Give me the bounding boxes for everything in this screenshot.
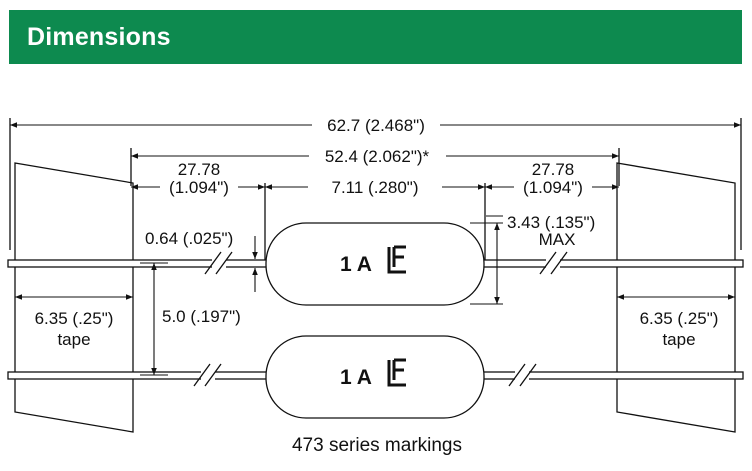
dim-tape-right-sub: tape [662,330,695,349]
figure-caption: 473 series markings [292,435,462,456]
dim-body-dia-note: MAX [539,230,576,249]
section-header: Dimensions [9,10,742,64]
dim-pitch-label: 5.0 (.197") [162,307,241,326]
dim-lead-left-mm: 27.78 [178,160,221,179]
section-title: Dimensions [27,23,171,51]
dim-tape-left-sub: tape [57,330,90,349]
dim-body-length-label: 7.11 (.280") [332,178,419,197]
marking-top: 1 A [340,253,372,276]
fuse-body-top [265,222,485,306]
dim-lead-right-in: (1.094") [523,178,583,197]
marking-bottom: 1 A [340,366,372,389]
dim-between-tape-label: 52.4 (2.062")* [325,147,430,166]
lf-logo-icon [387,358,406,387]
dim-body-dia-label: 3.43 (.135") [507,213,595,232]
dim-lead-dia-label: 0.64 (.025") [145,229,233,248]
lf-logo-icon [387,245,406,274]
component-top [7,222,744,306]
dim-tape-right-label: 6.35 (.25") [640,309,719,328]
dim-overall-label: 62.7 (2.468") [327,116,425,135]
dim-lead-right-mm: 27.78 [532,160,575,179]
fuse-body-bottom [265,335,485,419]
dim-tape-left-label: 6.35 (.25") [35,309,114,328]
dim-lead-left-in: (1.094") [169,178,229,197]
component-bottom [7,335,744,419]
